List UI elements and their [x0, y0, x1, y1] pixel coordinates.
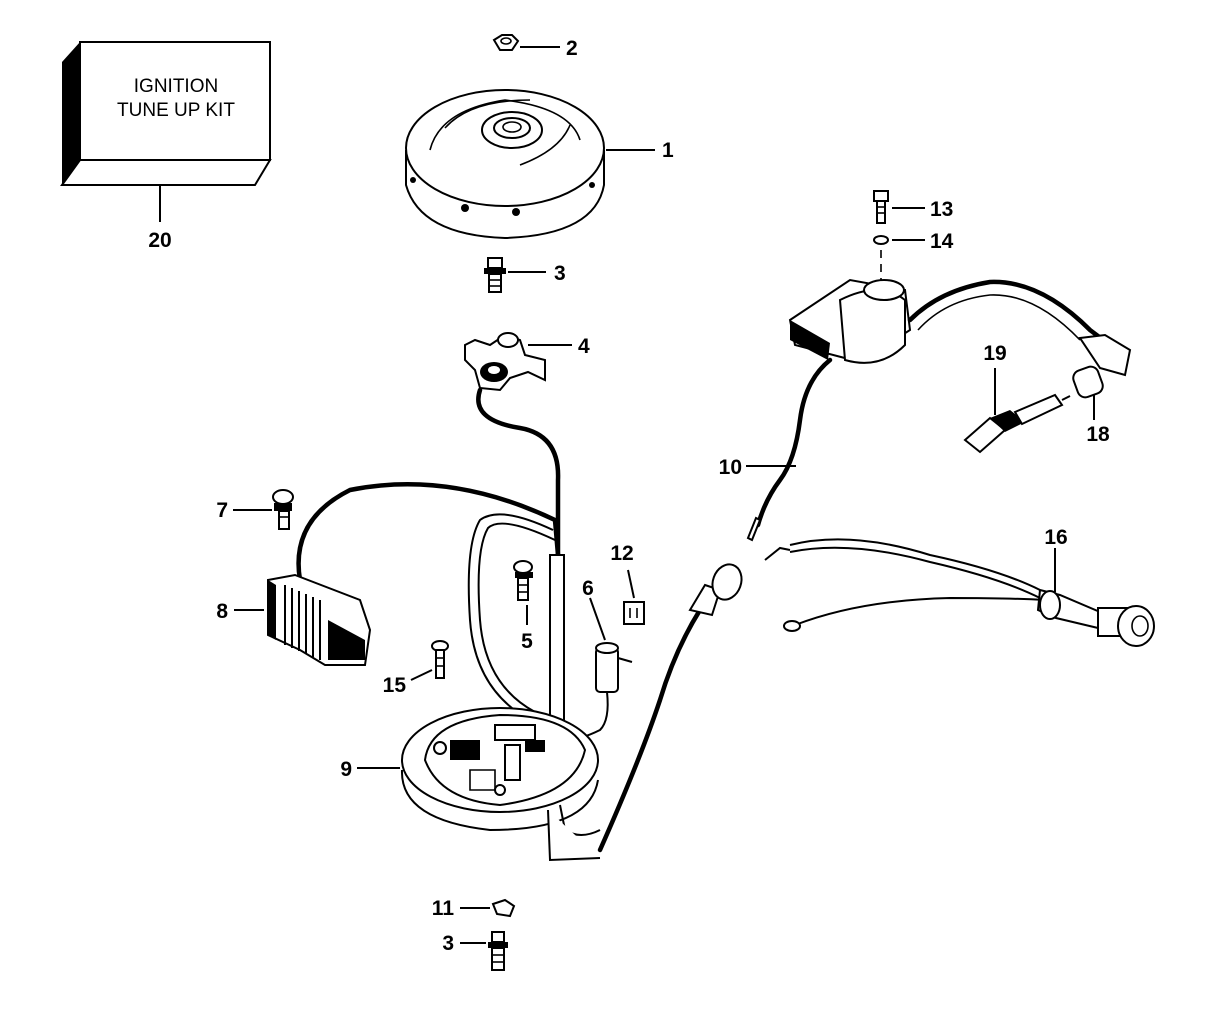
points-lead-wire: [476, 387, 561, 558]
stator-plate-part: [357, 707, 599, 832]
kit-label-line1: IGNITION: [134, 76, 218, 97]
tune-up-kit-box: IGNITION TUNE UP KIT: [60, 41, 272, 222]
coil-lead-wire: [755, 357, 833, 528]
callout-20: 20: [148, 229, 171, 252]
callout-18: 18: [1086, 423, 1110, 446]
charge-coil-part: [234, 482, 561, 666]
coil-screw-part: [873, 190, 925, 224]
connector-12-part: [623, 569, 645, 625]
callout-19: 19: [983, 342, 1006, 365]
flywheel-part: [405, 89, 655, 240]
callout-11: 11: [432, 897, 455, 920]
callout-9: 9: [340, 758, 352, 781]
callout-16: 16: [1044, 526, 1067, 549]
screw-15-part: [410, 640, 449, 681]
screw-5-part: [513, 560, 533, 625]
callout-15: 15: [383, 674, 407, 697]
callout-3-bottom: 3: [442, 932, 454, 955]
callout-3-top: 3: [554, 262, 566, 285]
nut-part: [492, 34, 560, 51]
callout-1: 1: [662, 139, 674, 162]
clip-part: [460, 898, 516, 918]
screw-top-part: [484, 257, 546, 293]
screw-bottom-part: [460, 931, 508, 971]
spark-plug-part: [963, 368, 1071, 454]
washer-part: [873, 235, 925, 282]
stop-switch-harness-part: [764, 538, 1155, 647]
screw-7-part: [233, 489, 294, 530]
callout-7: 7: [216, 499, 228, 522]
breaker-points-part: [464, 332, 572, 392]
callout-8: 8: [216, 600, 228, 623]
bullet-connector-part: [688, 563, 743, 617]
callout-4: 4: [578, 335, 590, 358]
callout-5: 5: [521, 630, 533, 653]
ignition-coil-part: [788, 278, 1132, 420]
callout-12: 12: [610, 542, 633, 565]
condenser-part: [559, 597, 633, 743]
callout-14: 14: [930, 230, 954, 253]
kit-label-line2: TUNE UP KIT: [117, 100, 235, 121]
callout-2: 2: [566, 37, 578, 60]
callout-10: 10: [719, 456, 742, 479]
callout-13: 13: [930, 198, 953, 221]
callout-6: 6: [582, 577, 594, 600]
